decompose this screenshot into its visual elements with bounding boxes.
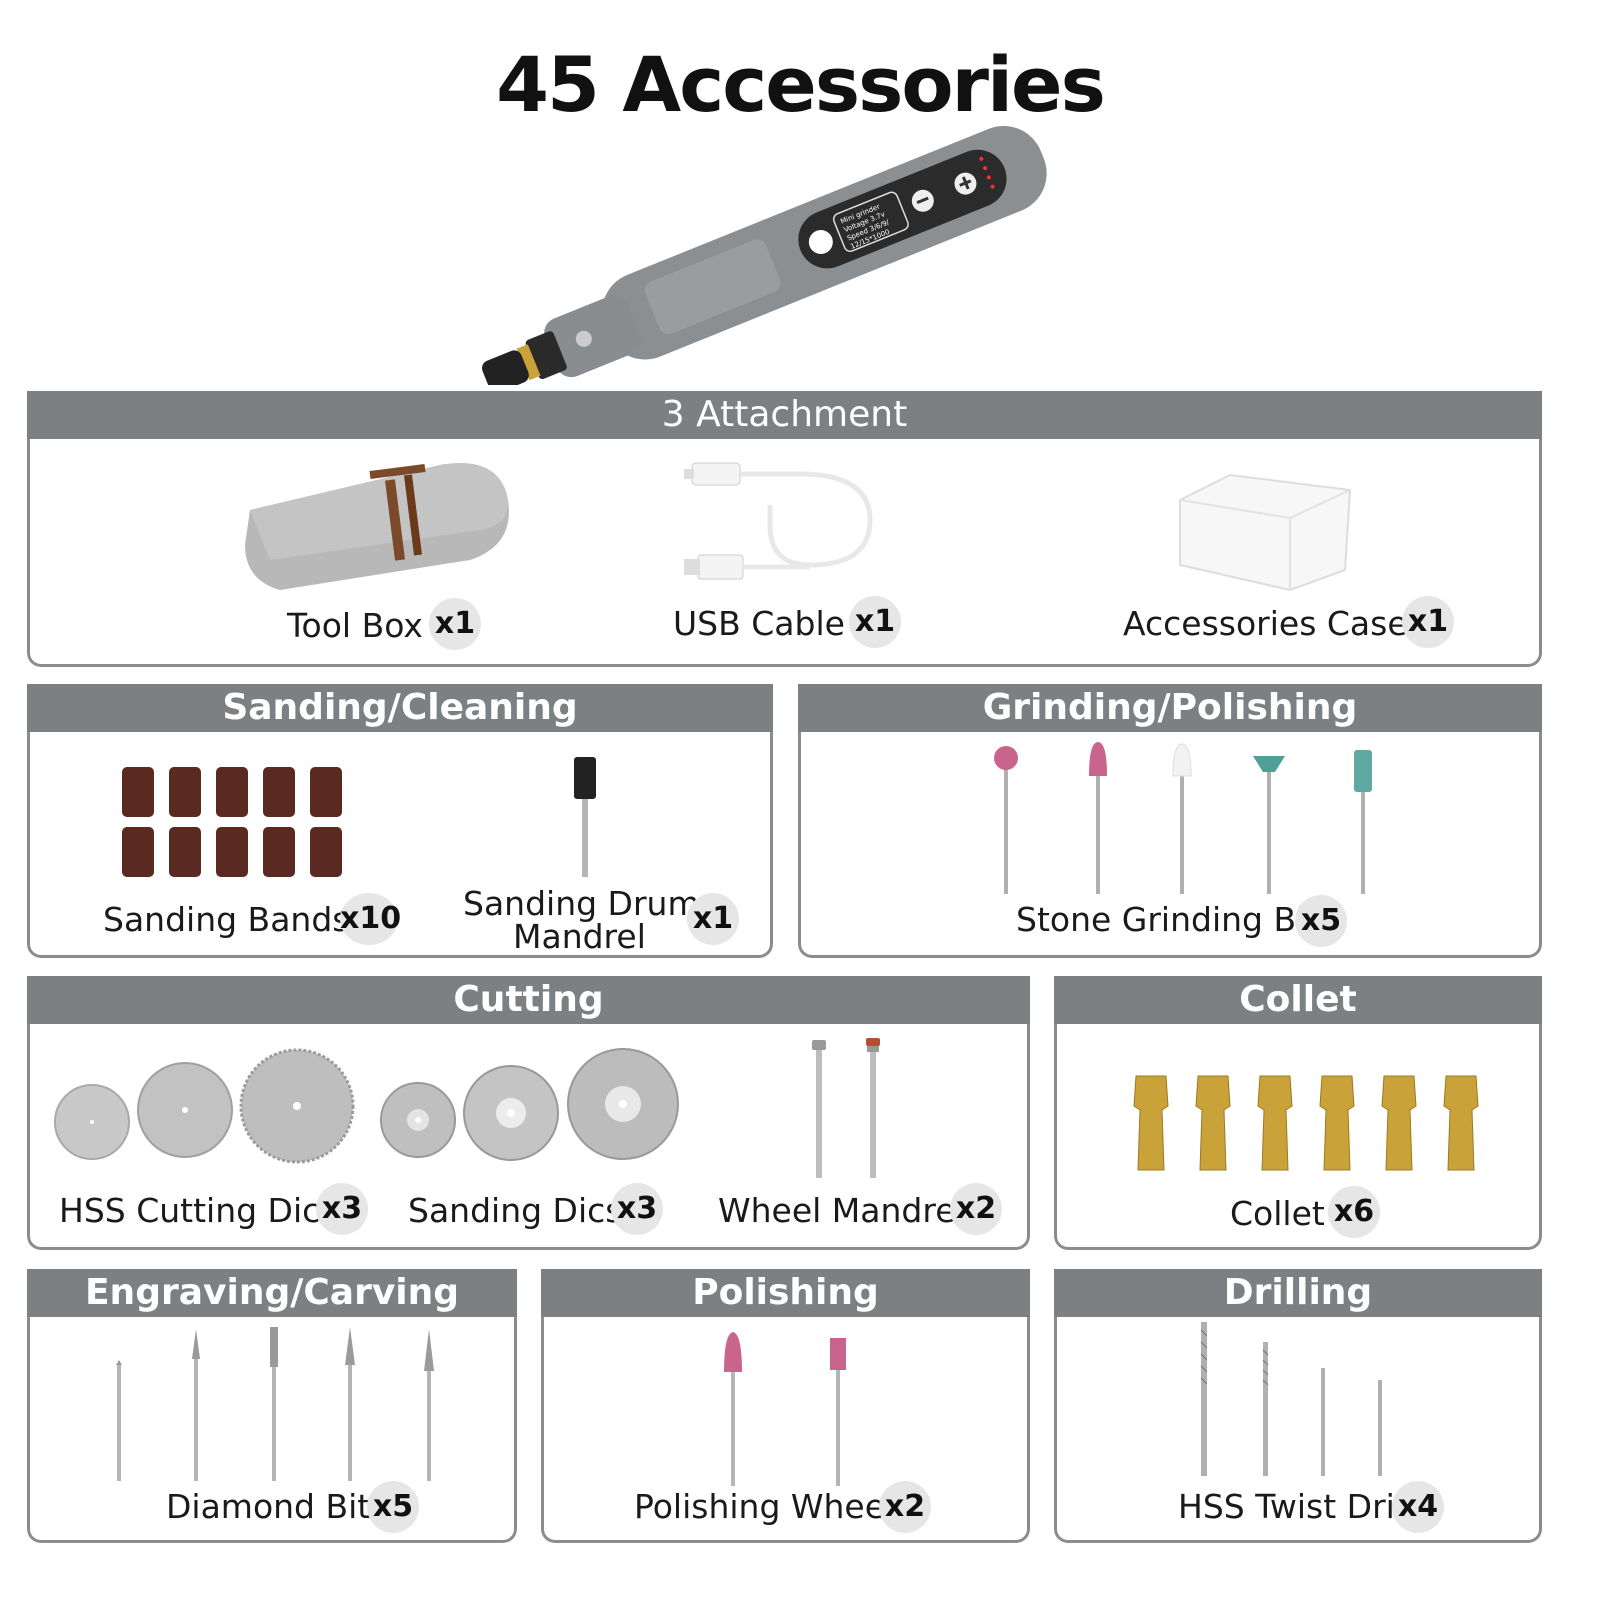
page-title: 45 Accessories — [496, 40, 1106, 129]
header-cutting: Cutting — [27, 976, 1030, 1024]
header-attachment: 3 Attachment — [27, 391, 1542, 439]
hss-cutting-discs-image — [54, 1048, 355, 1164]
qty-polishing-wheel: x2 — [879, 1481, 931, 1533]
usb-cable-image — [684, 462, 873, 580]
header-drilling: Drilling — [1054, 1269, 1542, 1317]
stone-grinding-bits-image — [994, 742, 1372, 894]
qty-sanding-discs: x3 — [611, 1183, 663, 1235]
panel-grinding-polishing: Grinding/Polishing — [798, 684, 1542, 958]
header-engraving-carving: Engraving/Carving — [27, 1269, 517, 1317]
header-sanding-cleaning: Sanding/Cleaning — [27, 684, 773, 732]
label-hss-twist-drill: HSS Twist Drill — [1178, 1487, 1414, 1526]
qty-hss-cutting-discs: x3 — [316, 1183, 368, 1235]
polishing-wheels-image — [724, 1332, 846, 1486]
sanding-bands-image — [122, 767, 342, 877]
header-grinding-polishing: Grinding/Polishing — [798, 684, 1542, 732]
header-collet: Collet — [1054, 976, 1542, 1024]
header-polishing: Polishing — [541, 1269, 1030, 1317]
label-sanding-drum-line2: Mandrel — [513, 917, 646, 956]
tool-box-image — [245, 463, 509, 590]
sanding-drum-mandrel-image — [574, 757, 596, 877]
qty-collet: x6 — [1328, 1186, 1380, 1238]
qty-sanding-drum: x1 — [687, 893, 739, 945]
label-usb-cable: USB Cable — [673, 604, 845, 643]
label-sanding-discs: Sanding Dics — [408, 1191, 623, 1230]
label-tool-box: Tool Box — [287, 606, 423, 645]
panel-sanding-cleaning: Sanding/Cleaning — [27, 684, 773, 958]
diamond-bits-image — [116, 1327, 434, 1481]
label-collet: Collet — [1230, 1194, 1325, 1233]
label-wheel-mandrel: Wheel Mandrel — [718, 1191, 965, 1230]
qty-stone-grinding-bit: x5 — [1295, 895, 1347, 947]
panel-drilling: Drilling — [1054, 1269, 1542, 1543]
collets-image — [1133, 1075, 1479, 1171]
label-sanding-bands: Sanding Bands — [103, 900, 350, 939]
label-polishing-wheel: Polishing Wheel — [634, 1487, 895, 1526]
rotary-tool-image: Mini grinder Voltage 3.7v Speed 3/6/9/ 1… — [481, 125, 1047, 385]
qty-sanding-bands: x10 — [340, 893, 401, 945]
hss-twist-drills-image — [1200, 1322, 1382, 1476]
label-stone-grinding-bit: Stone Grinding Bit — [1016, 900, 1319, 939]
qty-hss-twist-drill: x4 — [1392, 1481, 1444, 1533]
qty-wheel-mandrel: x2 — [950, 1183, 1002, 1235]
panel-polishing: Polishing — [541, 1269, 1030, 1543]
label-diamond-bit: Diamond Bit — [166, 1487, 371, 1526]
qty-usb-cable: x1 — [849, 596, 901, 648]
sanding-discs-image — [380, 1048, 679, 1161]
qty-diamond-bit: x5 — [367, 1481, 419, 1533]
qty-tool-box: x1 — [429, 598, 481, 650]
label-hss-cutting-discs: HSS Cutting Dics — [59, 1191, 338, 1230]
label-accessories-case: Accessories Case — [1123, 604, 1408, 643]
wheel-mandrel-image — [812, 1038, 880, 1178]
label-sanding-drum-line1: Sanding Drum — [463, 884, 700, 923]
accessories-case-image — [1179, 473, 1352, 592]
qty-accessories-case: x1 — [1402, 596, 1454, 648]
